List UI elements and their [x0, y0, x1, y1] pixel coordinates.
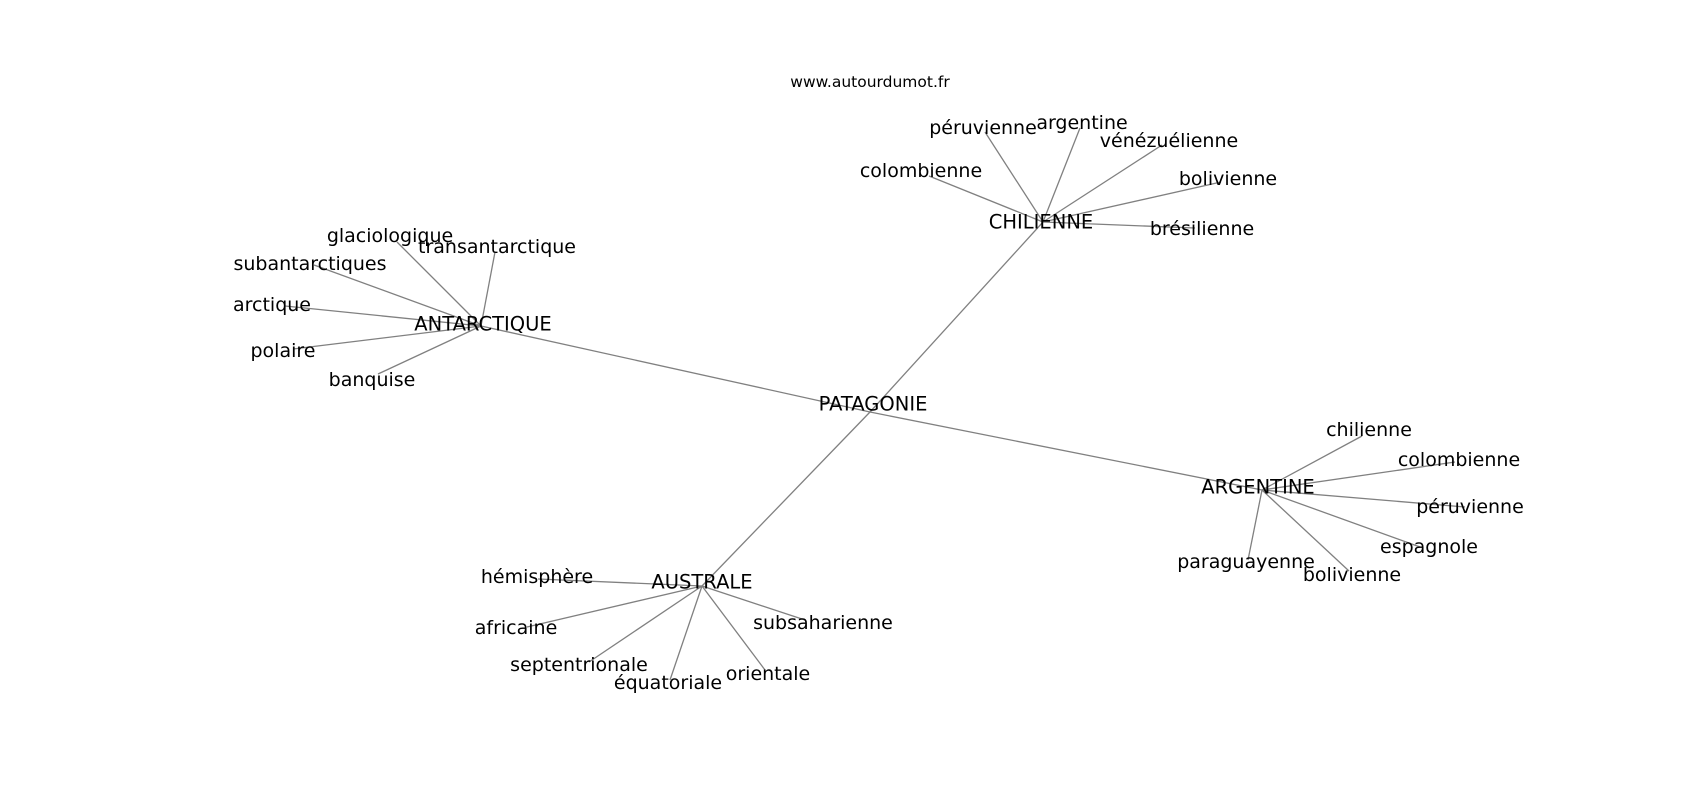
- edge-chilienne-leaf: [928, 175, 1044, 223]
- edge-argentine-leaf: [1261, 489, 1350, 572]
- edge-argentine-leaf: [1261, 461, 1456, 491]
- edge-argentine-leaf: [1261, 489, 1421, 548]
- site-credit: www.autourdumot.fr: [790, 73, 950, 91]
- edge-chilienne-leaf: [1042, 181, 1222, 223]
- leaf-node-label: péruvienne: [929, 117, 1037, 139]
- leaf-node-label: africaine: [475, 617, 558, 639]
- leaf-node-label: équatoriale: [614, 672, 722, 694]
- edge-chilienne-leaf: [1042, 144, 1163, 223]
- edge-center-to-chilienne: [869, 221, 1044, 413]
- leaf-node-label: hémisphère: [481, 566, 593, 588]
- edge-australe-leaf: [526, 585, 703, 628]
- leaf-node-label: subantarctiques: [233, 253, 386, 275]
- edge-chilienne-leaf: [1042, 221, 1196, 229]
- leaf-node-label: colombienne: [860, 160, 982, 182]
- hub-node-label-antarctique: ANTARCTIQUE: [414, 313, 551, 336]
- leaf-node-label: subsaharienne: [753, 612, 893, 634]
- edges-layer: [284, 127, 1466, 681]
- edge-center-to-australe: [701, 411, 871, 587]
- edge-australe-leaf: [669, 585, 703, 681]
- edge-antarctique-leaf: [292, 325, 482, 350]
- leaf-node-label: brésilienne: [1150, 218, 1254, 240]
- edge-antarctique-leaf: [377, 325, 482, 375]
- hub-node-label-chilienne: CHILIENNE: [989, 211, 1093, 234]
- leaf-node-label: glaciologique: [327, 225, 453, 247]
- edge-center-to-argentine: [869, 411, 1263, 491]
- edge-antarctique-leaf: [313, 264, 482, 327]
- hub-node-label-australe: AUSTRALE: [651, 571, 752, 594]
- edge-center-to-antarctique: [480, 325, 871, 413]
- leaf-node-label: vénézuélienne: [1100, 130, 1238, 152]
- edge-chilienne-leaf: [984, 131, 1044, 223]
- leaf-node-label: bolivienne: [1303, 564, 1401, 586]
- edge-australe-leaf: [537, 578, 703, 587]
- leaf-node-label: banquise: [329, 369, 416, 391]
- leaf-node-label: chilienne: [1326, 419, 1412, 441]
- edge-australe-leaf: [588, 585, 703, 663]
- edge-argentine-leaf: [1247, 489, 1263, 561]
- leaf-node-label: argentine: [1036, 112, 1127, 134]
- edge-australe-leaf: [701, 585, 806, 621]
- leaf-node-label: arctique: [233, 294, 311, 316]
- leaf-node-label: polaire: [251, 340, 316, 362]
- leaf-node-label: orientale: [726, 663, 811, 685]
- edge-antarctique-leaf: [396, 241, 482, 327]
- edge-antarctique-leaf: [480, 251, 496, 327]
- edge-australe-leaf: [701, 585, 766, 671]
- edge-argentine-leaf: [1261, 435, 1363, 491]
- center-node-label: PATAGONIE: [819, 393, 928, 416]
- leaf-node-label: paraguayenne: [1177, 551, 1315, 573]
- edge-argentine-leaf: [1261, 489, 1466, 508]
- edge-antarctique-leaf: [284, 305, 482, 327]
- leaf-node-label: péruvienne: [1416, 496, 1524, 518]
- leaf-node-label: bolivienne: [1179, 168, 1277, 190]
- leaf-node-label: espagnole: [1380, 536, 1478, 558]
- hub-node-label-argentine: ARGENTINE: [1201, 476, 1314, 499]
- leaf-node-label: colombienne: [1398, 449, 1520, 471]
- edge-chilienne-leaf: [1042, 127, 1081, 223]
- leaf-node-label: septentrionale: [510, 654, 648, 676]
- leaf-node-label: transantarctique: [418, 236, 576, 258]
